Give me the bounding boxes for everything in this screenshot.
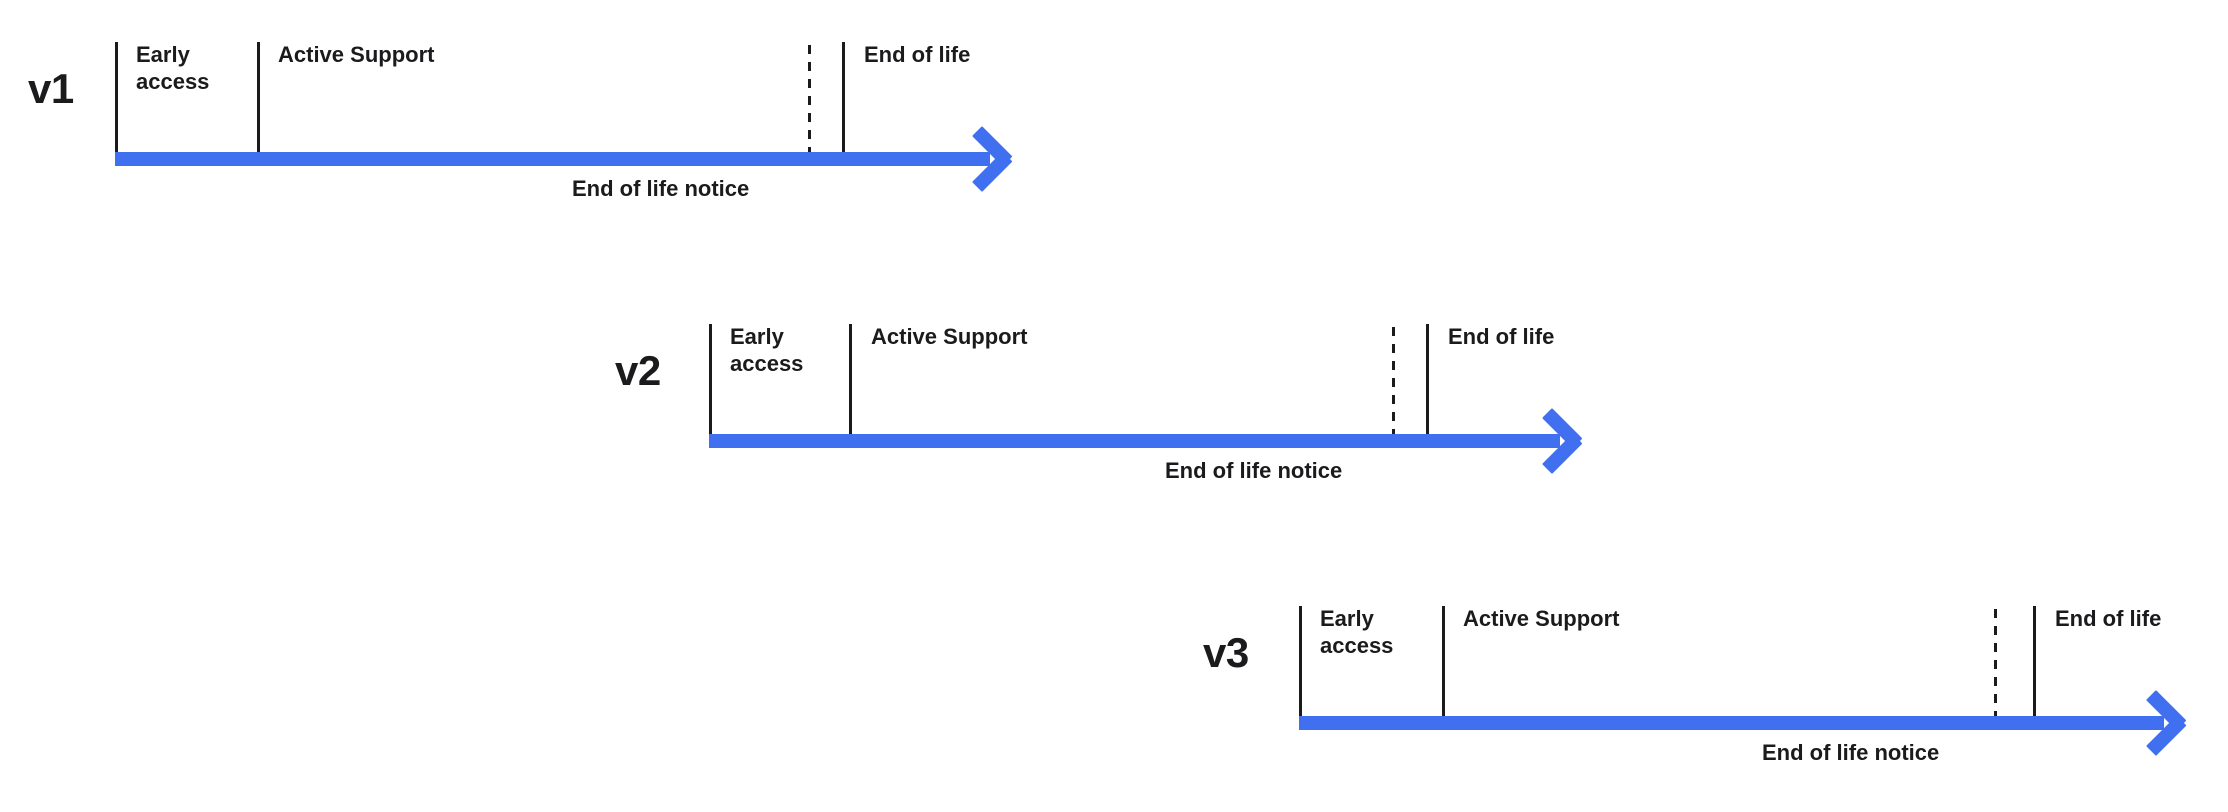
phase-label-active-support-v3: Active Support bbox=[1463, 606, 1620, 631]
version-label-v3: v3 bbox=[1203, 629, 1249, 676]
phase-label-active-support-v1: Active Support bbox=[278, 42, 435, 67]
divider-end-of-life-notice-v1 bbox=[808, 45, 811, 152]
notice-label-end-of-life-notice-v2: End of life notice bbox=[1165, 458, 1343, 483]
phase-label-end-of-life-v2: End of life bbox=[1448, 324, 1555, 349]
phase-label-early-access-v2: Early access bbox=[730, 324, 804, 376]
phase-label-active-support-v2: Active Support bbox=[871, 324, 1028, 349]
phase-label-end-of-life-v1: End of life bbox=[864, 42, 971, 67]
version-label-v2: v2 bbox=[615, 347, 661, 394]
lifecycle-arrow-shaft-v2 bbox=[709, 434, 1560, 448]
divider-end-of-life-notice-v2 bbox=[1392, 327, 1395, 434]
phase-label-end-of-life-v3: End of life bbox=[2055, 606, 2162, 631]
lifecycle-arrow-shaft-v3 bbox=[1299, 716, 2164, 730]
divider-early-access-start-v3 bbox=[1299, 606, 1302, 716]
divider-active-support-start-v3 bbox=[1442, 606, 1445, 716]
lifecycle-arrow-shaft-v1 bbox=[115, 152, 990, 166]
phase-label-early-access-v1: Early access bbox=[136, 42, 210, 94]
divider-active-support-start-v2 bbox=[849, 324, 852, 434]
divider-end-of-life-notice-v3 bbox=[1994, 609, 1997, 716]
divider-early-access-start-v2 bbox=[709, 324, 712, 434]
version-label-v1: v1 bbox=[28, 65, 74, 112]
lifecycle-arrow-head-icon-v3 bbox=[2146, 690, 2195, 756]
divider-end-of-life-v2 bbox=[1426, 324, 1429, 434]
divider-end-of-life-v3 bbox=[2033, 606, 2036, 716]
phase-label-early-access-v3: Early access bbox=[1320, 606, 1394, 658]
notice-label-end-of-life-notice-v3: End of life notice bbox=[1762, 740, 1940, 765]
lifecycle-arrow-head-icon-v1 bbox=[972, 126, 1021, 192]
lifecycle-arrow-head-icon-v2 bbox=[1542, 408, 1591, 474]
divider-early-access-start-v1 bbox=[115, 42, 118, 152]
divider-end-of-life-v1 bbox=[842, 42, 845, 152]
notice-label-end-of-life-notice-v1: End of life notice bbox=[572, 176, 750, 201]
divider-active-support-start-v1 bbox=[257, 42, 260, 152]
